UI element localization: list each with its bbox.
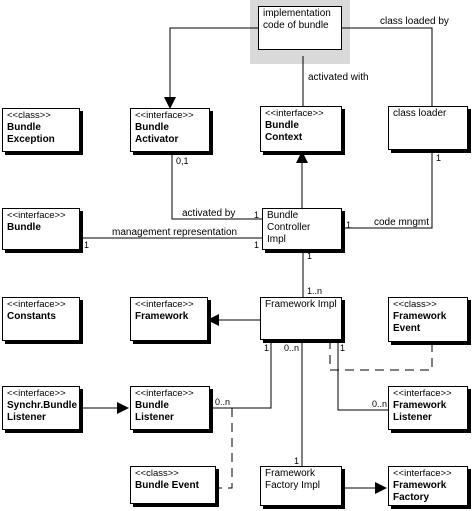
framework-factory-name2: Factory [393,492,430,503]
mult-ctrl-bottom: 1 [307,251,313,261]
framework-event-name2: Event [393,323,421,334]
framework-factory-stereo: <<interface>> [393,468,452,479]
mult-ctrl-activated: 1 [254,210,260,220]
framework-factory-box: <<interface>> Framework Factory [388,466,468,506]
bundle-stereo: <<interface>> [7,210,66,221]
label-management-representation: management representation [112,227,238,238]
framework-listener-name1: Framework [393,400,447,411]
bundle-controller-box: Bundle Controller Impl [262,208,342,250]
constants-stereo: <<interface>> [7,299,66,310]
bundle-box: <<interface>> Bundle [2,208,80,250]
bundle-context-box: <<interface>> Bundle Context [260,106,342,152]
edge-impl-to-activator [164,27,258,109]
constants-name: Constants [7,311,56,322]
framework-event-stereo: <<class>> [393,299,437,310]
mult-ctrl-mgmt: 1 [254,240,260,250]
class-loader-name: class loader [393,108,447,119]
sync-bundle-listener-stereo: <<interface>> [7,388,66,399]
bundle-exception-stereo: <<class>> [7,110,51,121]
mult-ff-1: 1 [294,456,300,466]
mult-bl-0-n: 0..n [215,397,231,407]
bundle-context-name2: Context [265,132,303,143]
bundle-name: Bundle [7,222,41,233]
framework-listener-box: <<interface>> Framework Listener [388,386,468,430]
framework-impl-box: Framework Impl [260,297,342,340]
framework-stereo: <<interface>> [135,299,194,310]
sync-bundle-listener-name2: Listener [7,412,46,423]
factory-impl-name2: Factory Impl [265,480,321,491]
impl-code-box: implementation code of bundle [258,6,342,50]
sync-bundle-listener-name1: Synchr.Bundle [7,400,78,411]
mult-fw-0-n: 0..n [284,343,300,353]
mult-fw-1-right: 1 [340,343,346,353]
mult-ctrl-code: 1 [346,220,352,230]
bundle-activator-stereo: <<interface>> [135,110,194,121]
bundle-context-stereo: <<interface>> [265,108,324,119]
framework-listener-name2: Listener [393,412,432,423]
bundle-listener-stereo: <<interface>> [135,388,194,399]
bundle-exception-name1: Bundle [7,122,41,133]
mult-loader-1: 1 [436,153,442,163]
mult-fw-1-left: 1 [264,343,270,353]
mult-activator-0-1: 0,1 [176,156,189,166]
label-activated-with: activated with [308,72,369,83]
bundle-context-name1: Bundle [265,120,299,131]
edge-fwimpl-to-fwlistener [337,340,388,411]
bundle-exception-box: <<class>> Bundle Exception [2,108,80,152]
bundle-activator-name1: Bundle [135,122,169,133]
constants-box: <<interface>> Constants [2,297,80,341]
framework-event-box: <<class>> Framework Event [388,297,468,342]
framework-factory-name1: Framework [393,480,447,491]
bundle-event-box: <<class>> Bundle Event [130,466,216,504]
mult-fl-0-n: 0..n [372,399,388,409]
bundle-controller-name2: Impl [267,234,286,245]
bundle-event-stereo: <<class>> [135,468,179,479]
mult-fw-1-n: 1..n [307,286,323,296]
edge-activator-to-controller [171,152,262,220]
bundle-activator-name2: Activator [135,134,179,145]
bundle-controller-name1: Bundle Controller [267,210,311,233]
bundle-listener-box: <<interface>> Bundle Listener [130,386,210,430]
impl-code-line1: implementation [263,8,331,19]
impl-code-line2: code of bundle [263,20,329,31]
label-activated-by: activated by [182,208,236,219]
edge-bundlelistener-to-bundleevent [216,408,233,489]
framework-impl-name: Framework Impl [265,299,337,310]
bundle-activator-box: <<interface>> Bundle Activator [130,108,210,152]
framework-event-name1: Framework [393,311,447,322]
factory-impl-box: Framework Factory Impl [260,466,342,506]
factory-impl-name1: Framework [265,468,316,479]
framework-name: Framework [135,311,189,322]
bundle-listener-name1: Bundle [135,400,169,411]
framework-box: <<interface>> Framework [130,297,208,341]
class-loader-box: class loader [388,106,468,150]
edge-fwimpl-to-fwevent [329,340,433,371]
framework-listener-stereo: <<interface>> [393,388,452,399]
edge-classloader-to-controller [342,150,433,229]
bundle-exception-name2: Exception [7,134,55,145]
sync-bundle-listener-box: <<interface>> Synchr.Bundle Listener [2,386,80,430]
edge-impl-to-classloader [342,27,433,106]
mult-bundle-1: 1 [84,240,90,250]
bundle-event-name: Bundle Event [135,480,199,491]
bundle-listener-name2: Listener [135,412,174,423]
label-code-mngmt: code mngmt [374,217,430,228]
label-class-loaded-by: class loaded by [380,16,449,27]
